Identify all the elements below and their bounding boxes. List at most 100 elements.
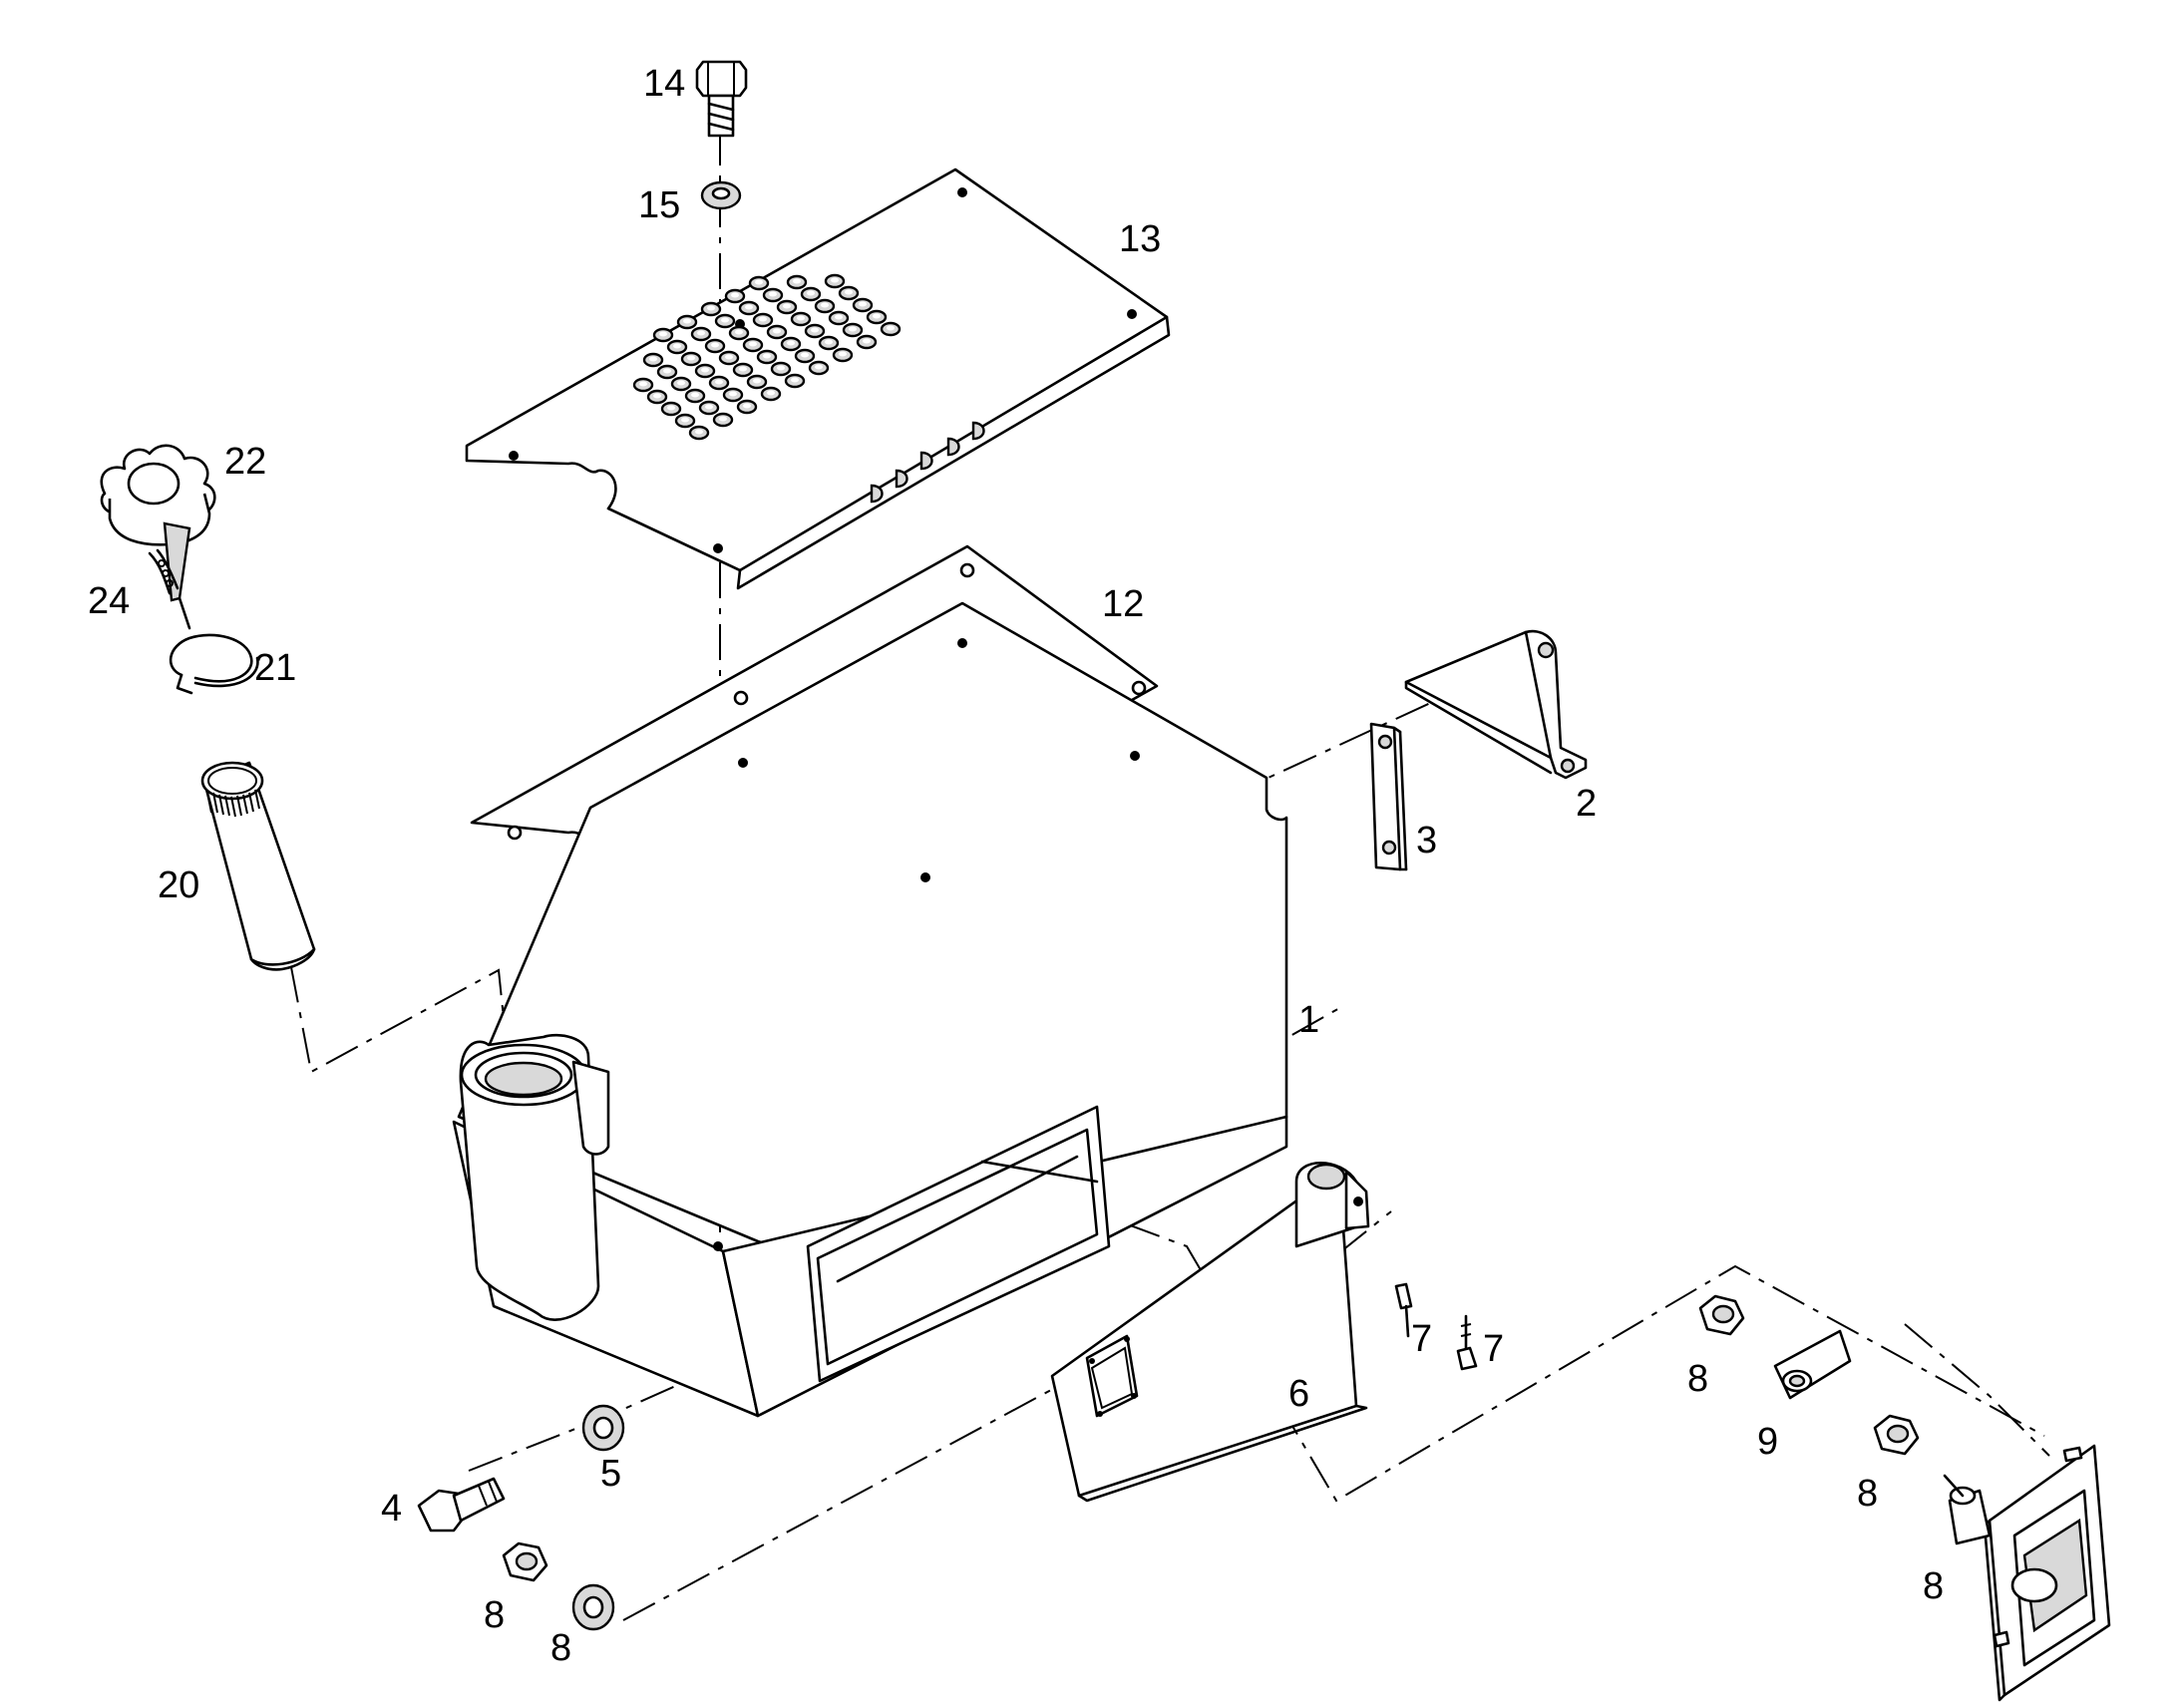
perforation-hole-inner bbox=[681, 417, 689, 423]
perforation-hole-inner bbox=[725, 354, 733, 360]
perforation-hole-inner bbox=[873, 313, 881, 319]
callout-21: 21 bbox=[254, 647, 296, 689]
part-2-bracket bbox=[1404, 629, 1588, 780]
callout-4: 4 bbox=[381, 1488, 402, 1530]
part-7-screws bbox=[1394, 1282, 1478, 1371]
perforation-hole-inner bbox=[797, 315, 805, 321]
perforation-hole-inner bbox=[731, 292, 739, 298]
cover-perforation-holes bbox=[632, 273, 902, 441]
part-13-cover bbox=[465, 168, 1171, 590]
perforation-hole-inner bbox=[739, 366, 747, 372]
part-20-filler-tube bbox=[200, 761, 316, 971]
perforation-hole-inner bbox=[729, 391, 737, 397]
perforation-hole-inner bbox=[859, 301, 867, 307]
part-1-tank-body bbox=[452, 601, 1288, 1418]
louvre-tab bbox=[870, 484, 884, 504]
perforation-hole-inner bbox=[721, 317, 729, 323]
perforation-hole-inner bbox=[653, 393, 661, 399]
perforation-hole-inner bbox=[835, 314, 843, 320]
perforation-hole-inner bbox=[683, 318, 691, 324]
perforation-hole-inner bbox=[783, 303, 791, 309]
perforation-hole-inner bbox=[705, 404, 713, 410]
perforation-hole-inner bbox=[845, 289, 853, 295]
callout-1: 1 bbox=[1298, 999, 1319, 1041]
perforation-hole-inner bbox=[667, 405, 675, 411]
callout-13: 13 bbox=[1119, 218, 1161, 260]
perforation-hole-inner bbox=[811, 327, 819, 333]
perforation-hole-inner bbox=[767, 390, 775, 396]
perforation-hole-inner bbox=[707, 305, 715, 311]
perforation-hole-inner bbox=[759, 316, 767, 322]
part-22-filler-cap bbox=[100, 444, 216, 602]
part-6-door bbox=[1050, 1161, 1370, 1503]
callout-12: 12 bbox=[1102, 583, 1144, 625]
callout-15: 15 bbox=[638, 184, 680, 226]
perforation-hole-inner bbox=[673, 343, 681, 349]
part-15-washer bbox=[700, 180, 742, 210]
perforation-hole-inner bbox=[735, 329, 743, 335]
callout-8-middle: 8 bbox=[1857, 1473, 1878, 1515]
perforation-hole-inner bbox=[753, 378, 761, 384]
callout-8-handle: 8 bbox=[1923, 1565, 1944, 1607]
part-4-bolt bbox=[417, 1477, 506, 1533]
perforation-hole-inner bbox=[821, 302, 829, 308]
louvre-tab bbox=[895, 469, 908, 489]
callout-8-nut: 8 bbox=[484, 1594, 505, 1636]
latch-handle bbox=[1943, 1444, 2111, 1702]
perforation-hole-inner bbox=[745, 304, 753, 310]
callout-20: 20 bbox=[158, 864, 199, 906]
perforation-hole-inner bbox=[801, 352, 809, 358]
perforation-hole-inner bbox=[743, 403, 751, 409]
perforation-hole-inner bbox=[697, 330, 705, 336]
perforation-hole-inner bbox=[677, 380, 685, 386]
part-24-chain bbox=[148, 548, 191, 630]
cover-louvre-tabs bbox=[870, 421, 985, 504]
perforation-hole-inner bbox=[807, 290, 815, 296]
callout-14: 14 bbox=[643, 63, 685, 105]
part-14-bolt bbox=[695, 60, 748, 138]
callout-8-washer: 8 bbox=[550, 1627, 571, 1669]
part-5-washer bbox=[581, 1404, 625, 1452]
perforation-hole-inner bbox=[839, 351, 847, 357]
cover-mounting-holes bbox=[509, 187, 1137, 553]
perforation-hole-inner bbox=[719, 416, 727, 422]
perforation-hole-inner bbox=[639, 381, 647, 387]
perforation-hole-inner bbox=[659, 331, 667, 337]
callout-6: 6 bbox=[1288, 1373, 1309, 1415]
callout-7-right: 7 bbox=[1483, 1328, 1504, 1370]
callout-22: 22 bbox=[224, 441, 266, 483]
part-9-latch-tongue bbox=[1773, 1329, 1852, 1400]
perforation-hole-inner bbox=[691, 392, 699, 398]
perforation-hole-inner bbox=[825, 339, 833, 345]
perforation-hole-inner bbox=[715, 379, 723, 385]
perforation-hole-inner bbox=[763, 353, 771, 359]
callout-9: 9 bbox=[1757, 1421, 1778, 1463]
perforation-hole-inner bbox=[887, 325, 895, 331]
part-8-nuts bbox=[502, 1294, 1920, 1631]
perforation-hole-inner bbox=[687, 355, 695, 361]
callout-5: 5 bbox=[600, 1453, 621, 1495]
perforation-hole-inner bbox=[695, 429, 703, 435]
louvre-tab bbox=[971, 421, 985, 441]
perforation-hole-inner bbox=[777, 365, 785, 371]
perforation-hole-inner bbox=[791, 377, 799, 383]
perforation-hole-inner bbox=[849, 326, 857, 332]
callout-labels: 14 15 13 22 24 21 12 20 2 3 1 7 7 6 5 4 … bbox=[88, 63, 1944, 1669]
perforation-hole-inner bbox=[663, 368, 671, 374]
perforation-hole-inner bbox=[773, 328, 781, 334]
perforation-hole-inner bbox=[701, 367, 709, 373]
callout-7-left: 7 bbox=[1411, 1318, 1432, 1360]
perforation-hole-inner bbox=[815, 364, 823, 370]
callout-2: 2 bbox=[1576, 783, 1597, 825]
perforation-hole-inner bbox=[863, 338, 871, 344]
callout-24: 24 bbox=[88, 580, 130, 622]
part-21-circlip bbox=[169, 633, 259, 695]
perforation-hole-inner bbox=[831, 277, 839, 283]
perforation-hole-inner bbox=[711, 342, 719, 348]
callout-8-upper: 8 bbox=[1687, 1358, 1708, 1400]
louvre-tab bbox=[919, 451, 933, 471]
part-3-plate bbox=[1369, 722, 1408, 871]
perforation-hole-inner bbox=[649, 356, 657, 362]
louvre-tab bbox=[946, 437, 960, 457]
